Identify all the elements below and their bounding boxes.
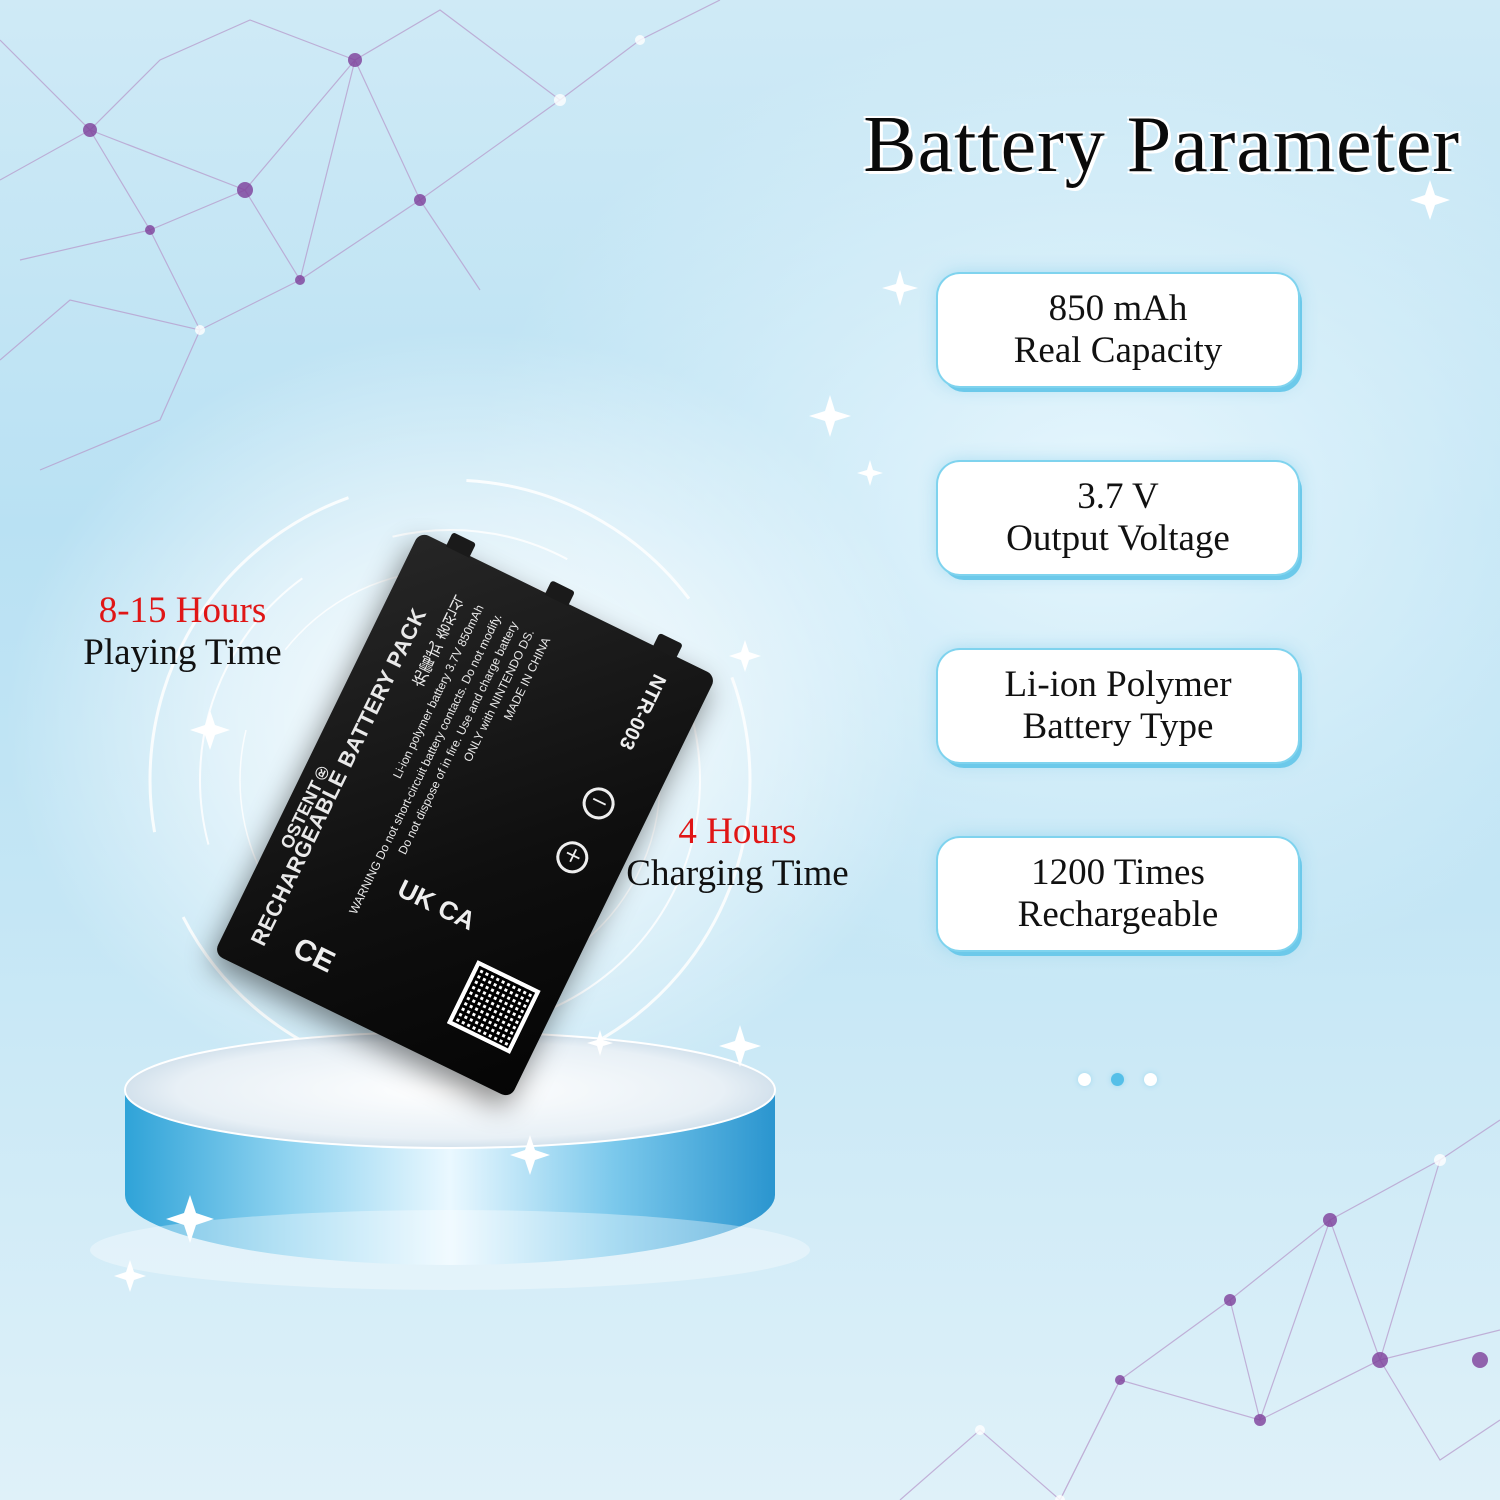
- spec-value: 3.7 V: [1077, 476, 1159, 517]
- playing-time-caption: Playing Time: [83, 632, 282, 673]
- ce-mark: CE: [287, 931, 340, 980]
- spec-card-capacity: 850 mAh Real Capacity: [938, 274, 1298, 386]
- battery-product-image: RECHARGEABLE BATTERY PACK OSTENT® 充電式 충전…: [213, 531, 717, 1099]
- spec-card-voltage: 3.7 V Output Voltage: [938, 462, 1298, 574]
- spec-label: Real Capacity: [1013, 330, 1223, 371]
- spec-value: Li-ion Polymer: [1004, 664, 1232, 705]
- ukca-mark: UK CA: [393, 873, 481, 937]
- playing-time-label: 8-15 Hours Playing Time: [60, 590, 305, 674]
- battery-model: NTR-003: [614, 670, 670, 754]
- battery-pack: RECHARGEABLE BATTERY PACK OSTENT® 充電式 충전…: [213, 531, 717, 1099]
- page-title: Battery Parameter: [863, 101, 1460, 189]
- carousel-dot[interactable]: [1078, 1073, 1091, 1086]
- carousel-indicator: [1078, 1073, 1157, 1086]
- charging-time-label: 4 Hours Charging Time: [605, 811, 870, 895]
- spec-value: 1200 Times: [1031, 852, 1205, 893]
- charging-time-value: 4 Hours: [678, 811, 797, 852]
- plus-terminal-icon: +: [550, 835, 594, 879]
- spec-label: Output Voltage: [1006, 518, 1230, 559]
- carousel-dot-active[interactable]: [1111, 1073, 1124, 1086]
- spec-label: Battery Type: [1022, 706, 1214, 747]
- qr-code-icon: [446, 960, 541, 1054]
- spec-card-cycles: 1200 Times Rechargeable: [938, 838, 1298, 950]
- charging-time-caption: Charging Time: [626, 853, 849, 894]
- carousel-dot[interactable]: [1144, 1073, 1157, 1086]
- playing-time-value: 8-15 Hours: [98, 590, 267, 631]
- battery-tab: [544, 580, 576, 607]
- spec-value: 850 mAh: [1048, 288, 1188, 329]
- spec-label: Rechargeable: [1017, 894, 1219, 935]
- spec-card-type: Li-ion Polymer Battery Type: [938, 650, 1298, 762]
- minus-terminal-icon: −: [577, 782, 621, 825]
